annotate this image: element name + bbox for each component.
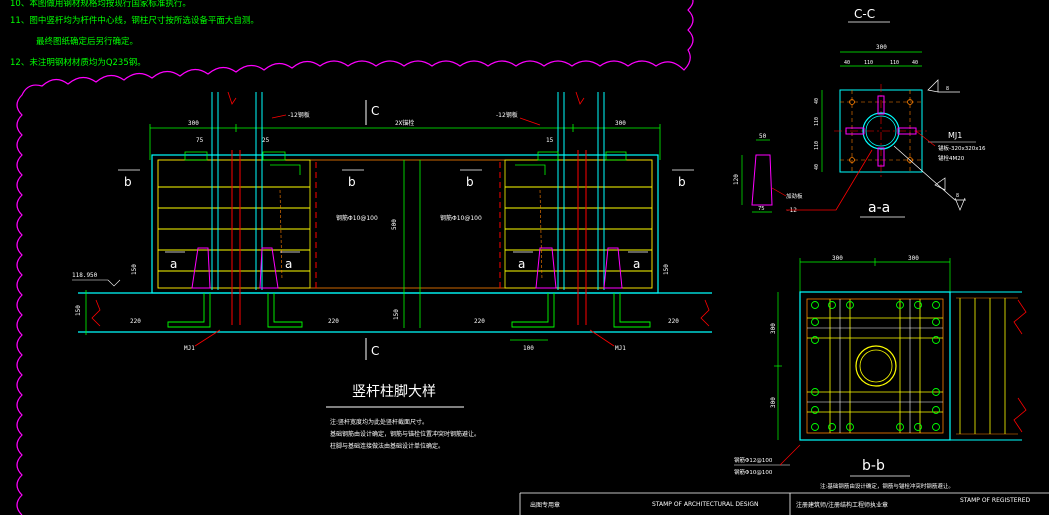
- title-block: 出图专用章 STAMP OF ARCHITECTURAL DESIGN 注册建筑…: [519, 492, 1049, 515]
- bb-label-rebar-2: 钢筋Φ10@100: [734, 468, 773, 476]
- cc-title: C-C: [854, 7, 875, 21]
- detail-note-1: 注:竖杆宽度均为此处竖杆截面尺寸。: [330, 418, 428, 426]
- revision-cloud: [16, 0, 694, 515]
- dim-150-right: 150: [663, 264, 670, 275]
- label-plate-12-right: -12钢板: [496, 111, 518, 119]
- bb-note: 注:基础钢筋由设计确定，钢筋与锚栓冲突时钢筋避让。: [820, 482, 954, 490]
- cc-dim-sub-4: 40: [912, 60, 918, 66]
- bb-dim-left-1: 300: [770, 323, 777, 334]
- dim-100: 100: [523, 345, 534, 352]
- label-rebar-1: 钢筋Φ10@100: [336, 214, 378, 222]
- main-elevation-view: C C 300 2X锚栓 300 75 25 15 -12钢板 -12钢板 11…: [72, 91, 712, 450]
- dim-75: 75: [196, 137, 204, 144]
- label-plate-12-left: -12钢板: [288, 111, 310, 119]
- aa-label-plate: -12: [786, 207, 797, 214]
- cc-dim-left-1: 40: [814, 98, 820, 104]
- section-mark-b-2: b: [348, 175, 356, 189]
- detail-note-2: 基础钢筋由设计确定，钢筋与锚栓位置冲突时钢筋避让。: [330, 430, 480, 438]
- section-mark-a-1: a: [170, 257, 177, 271]
- left-pier-block: 150 220 220 MJ1: [130, 91, 339, 352]
- bb-dim-top-2: 300: [908, 255, 919, 262]
- cc-label-plate: 锚板-320x320x16: [938, 144, 986, 152]
- dim-500: 500: [391, 219, 398, 230]
- cc-dim-sub-3: 110: [890, 60, 899, 66]
- note-line-11b: 最终图纸确定后另行确定。: [36, 36, 138, 47]
- right-pier-block: 150 220 220 100 MJ1: [474, 91, 679, 352]
- cc-weld-1: 8: [946, 86, 949, 92]
- title-block-stamp-reg: STAMP OF REGISTERED: [960, 497, 1030, 504]
- cc-weld-2: 8: [956, 193, 959, 199]
- section-b-b-view: 300 300 300 300: [734, 255, 1027, 490]
- label-mj1-left: MJ1: [184, 345, 195, 352]
- cc-dim-left-4: 40: [814, 164, 820, 170]
- aa-dim-50: 50: [759, 133, 767, 140]
- dim-220-a: 220: [130, 318, 141, 325]
- aa-dim-75: 75: [758, 206, 765, 212]
- cc-dim-sub-1: 40: [844, 60, 850, 66]
- dim-150-ground: 150: [75, 305, 82, 316]
- section-mark-c-bottom: C: [371, 344, 379, 358]
- detail-title: 竖杆柱脚大样: [352, 384, 436, 400]
- section-mark-b-4: b: [678, 175, 686, 189]
- section-mark-b-3: b: [466, 175, 474, 189]
- dim-220-b: 220: [328, 318, 339, 325]
- dim-300-left: 300: [188, 120, 199, 127]
- title-block-reg-label: 注册建筑师/注册结构工程师执业章: [796, 501, 888, 509]
- general-notes: 10、本图做用钢材规格均按现行国家标准执行。 11、图中竖杆均为杆件中心线，钢柱…: [10, 0, 259, 68]
- dim-300-right: 300: [615, 120, 626, 127]
- label-rebar-2: 钢筋Φ10@100: [440, 214, 482, 222]
- cc-dim-left-2: 110: [814, 117, 820, 126]
- note-line-11: 11、图中竖杆均为杆件中心线，钢柱尺寸按所选设备平面大自测。: [10, 15, 259, 26]
- cc-dim-sub-2: 110: [864, 60, 873, 66]
- aa-label-stiffener: 加劲板: [786, 192, 803, 200]
- dim-150-center: 150: [393, 309, 400, 320]
- bb-label-rebar-1: 钢筋Φ12@100: [734, 456, 773, 464]
- cc-dim-300: 300: [876, 44, 887, 51]
- aa-title: a-a: [868, 200, 890, 216]
- section-mark-b-1: b: [124, 175, 132, 189]
- section-mark-a-4: a: [633, 257, 640, 271]
- bb-title: b-b: [862, 458, 885, 474]
- cc-label-mj1: MJ1: [948, 131, 962, 140]
- cc-label-bolt: 锚栓4M20: [938, 154, 965, 162]
- section-mark-c-top: C: [371, 104, 379, 118]
- section-a-a-view: 50 120 75 加劲板 -12 a-a: [733, 133, 905, 218]
- title-block-stamp-arch: STAMP OF ARCHITECTURAL DESIGN: [652, 501, 758, 508]
- detail-note-3: 柱脚与基础连接做法由基础设计单位确定。: [330, 442, 444, 450]
- dim-150-left: 150: [131, 264, 138, 275]
- bb-dim-left-2: 300: [770, 397, 777, 408]
- section-mark-a-3: a: [518, 257, 525, 271]
- dim-15: 15: [546, 137, 554, 144]
- bb-dim-top-1: 300: [832, 255, 843, 262]
- cc-dim-left-3: 110: [814, 141, 820, 150]
- section-c-c-view: C-C 300 40 110 110 40 40 110 110 40: [814, 7, 986, 211]
- aa-dim-120: 120: [733, 174, 740, 185]
- dim-2000: 2X锚栓: [395, 119, 414, 127]
- dim-25: 25: [262, 137, 270, 144]
- dim-220-d: 220: [668, 318, 679, 325]
- dim-220-c: 220: [474, 318, 485, 325]
- title-block-stamp-label: 出图专用章: [530, 501, 560, 509]
- note-line-12: 12、未注明钢材材质均为Q235钢。: [10, 57, 146, 68]
- elevation-118950: 118.950: [72, 272, 98, 279]
- section-mark-a-2: a: [285, 257, 292, 271]
- label-mj1-right: MJ1: [615, 345, 626, 352]
- note-line-10: 10、本图做用钢材规格均按现行国家标准执行。: [10, 0, 191, 9]
